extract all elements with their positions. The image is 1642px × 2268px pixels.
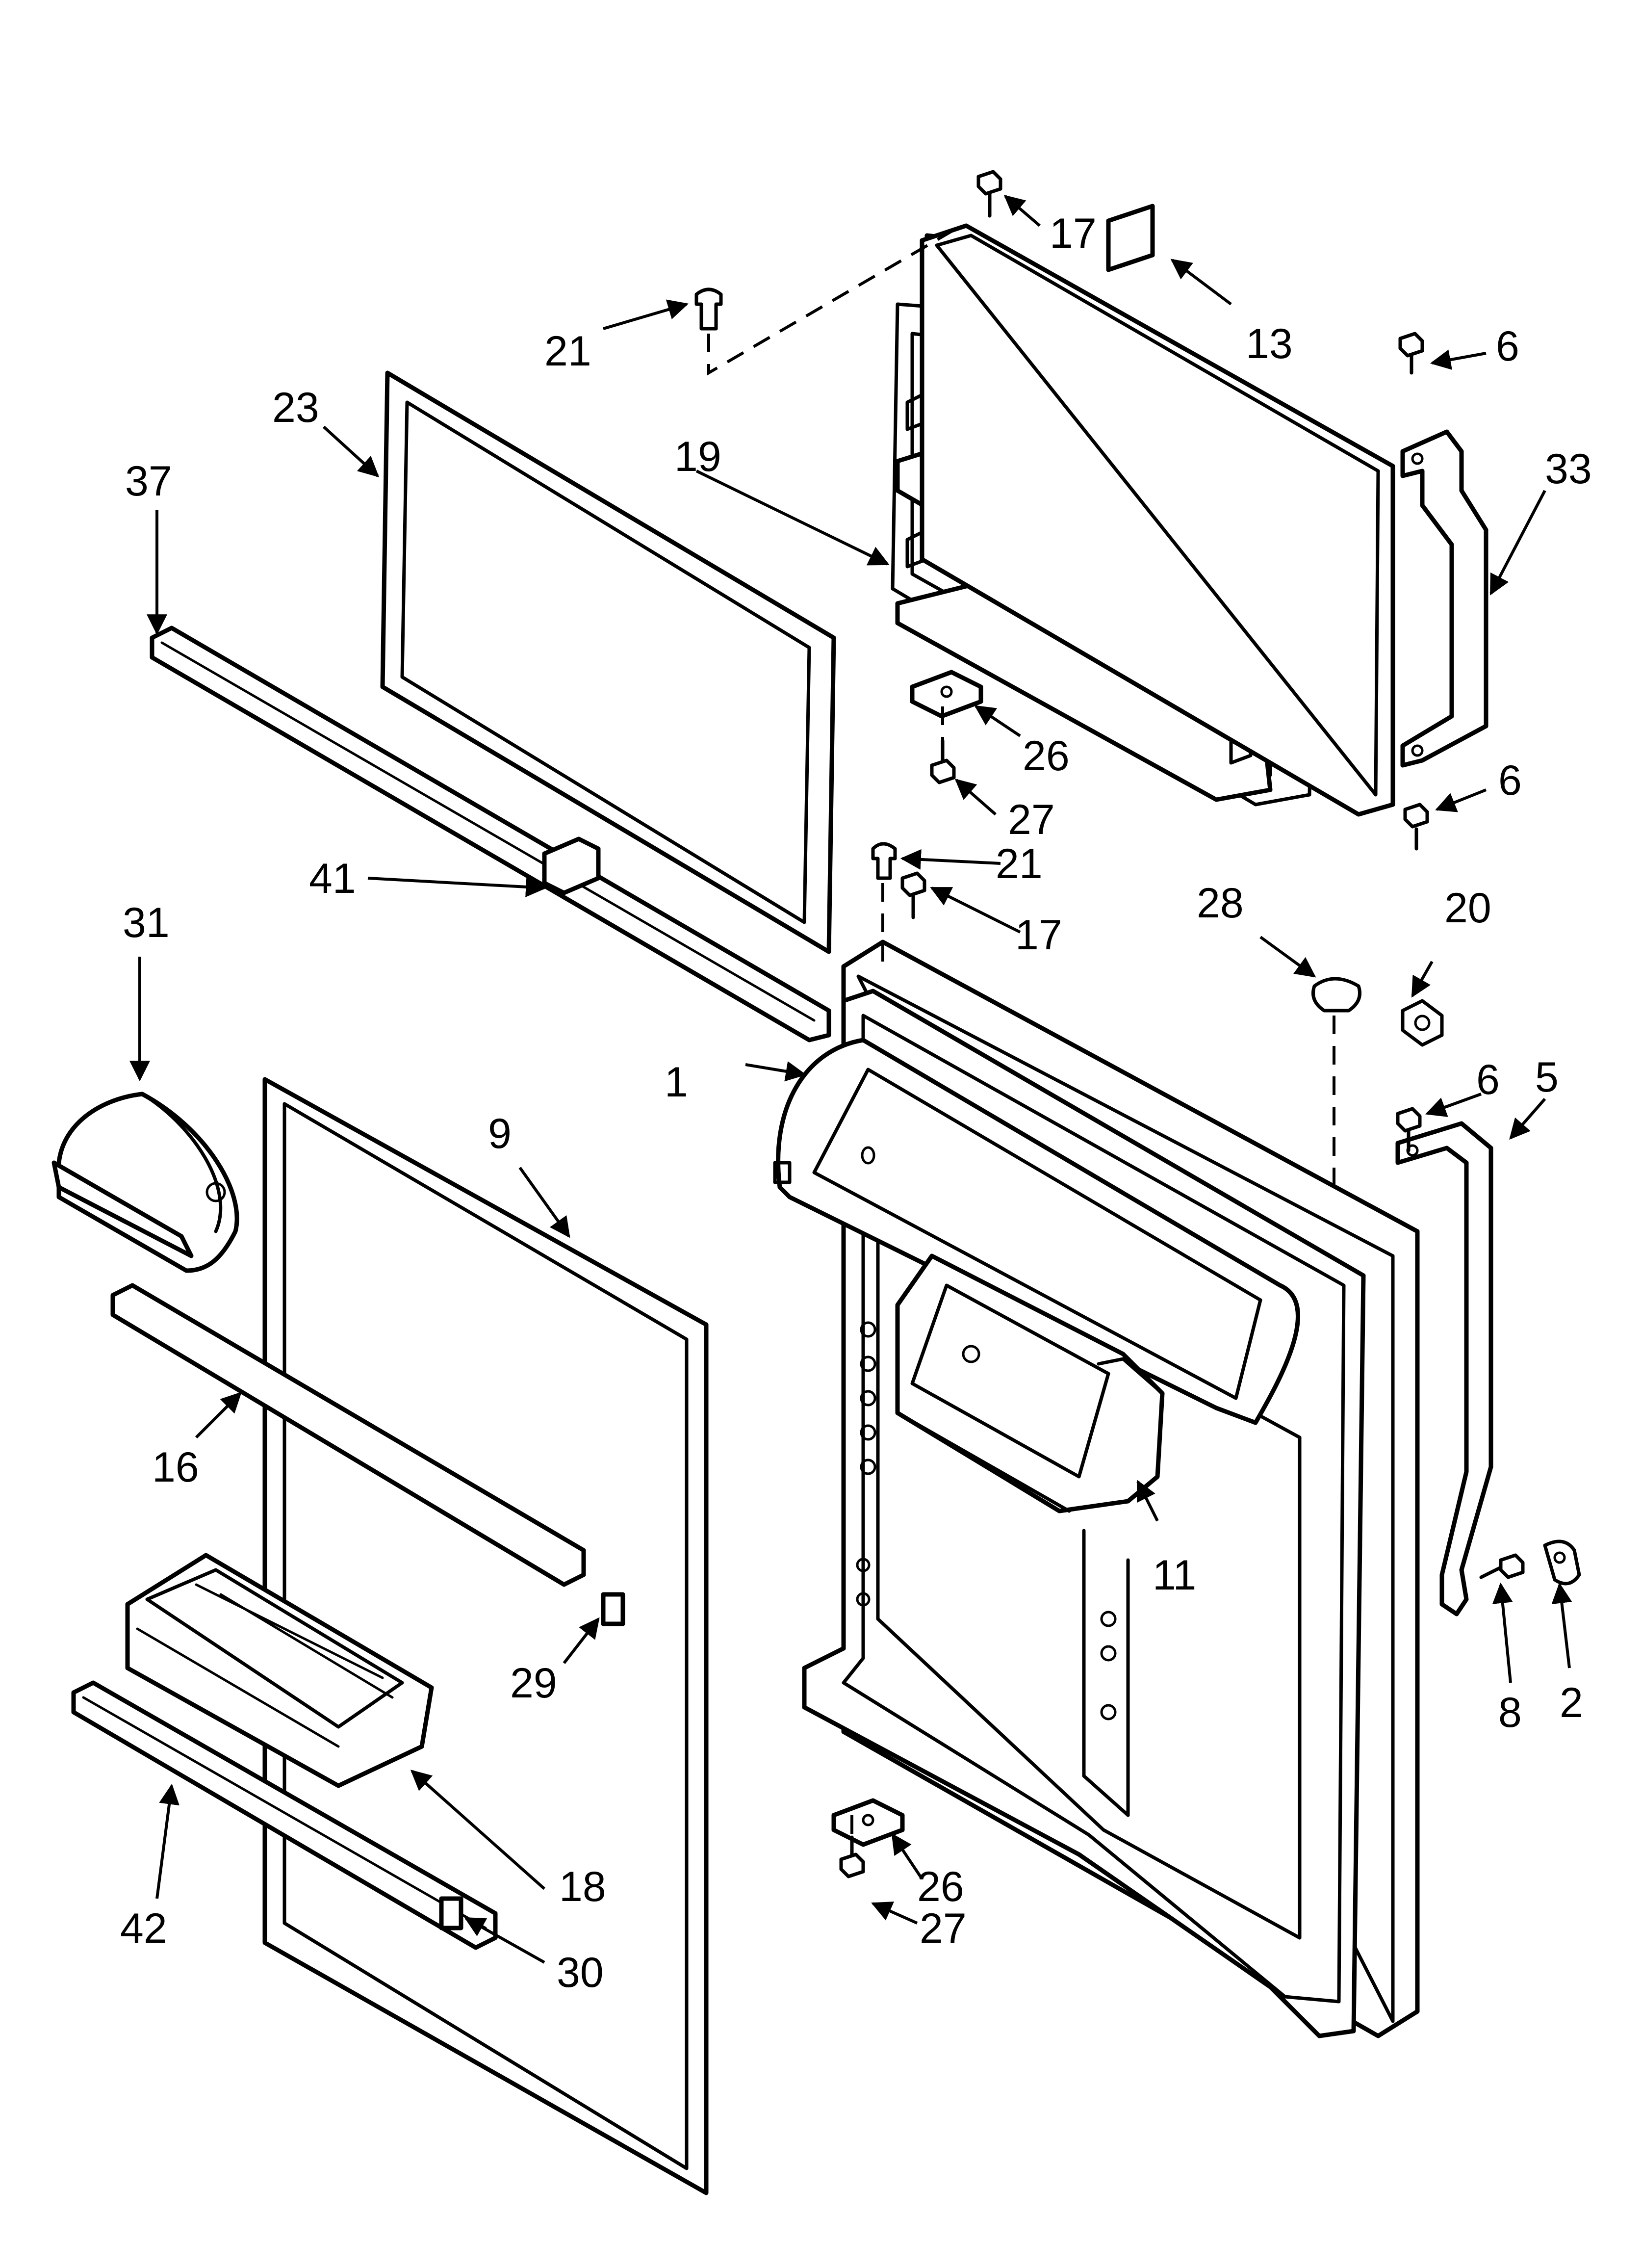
freezer-door-gasket — [380, 370, 836, 954]
screw-6-lower-right — [1396, 1107, 1422, 1152]
freezer-door-shelf-rail — [150, 626, 831, 1043]
freezer-door-handle — [1400, 429, 1488, 768]
callout-5: 5 — [1535, 1054, 1559, 1101]
callout-31: 31 — [123, 899, 170, 946]
screw-8 — [1479, 1553, 1525, 1579]
callout-21-upper: 21 — [544, 328, 591, 375]
screw-27-lower — [839, 1835, 865, 1878]
callout-37: 37 — [125, 458, 172, 505]
callout-42: 42 — [120, 1905, 167, 1952]
callout-16: 16 — [152, 1444, 199, 1491]
callout-26-lower: 26 — [917, 1863, 964, 1910]
shelf-support-dimples — [856, 1321, 1117, 1721]
callout-20: 20 — [1444, 885, 1491, 932]
rail-end-cap-29 — [601, 1592, 625, 1626]
callout-9: 9 — [488, 1110, 512, 1157]
door-stop-21-lower — [871, 842, 897, 880]
screw-17-lower — [900, 871, 926, 919]
hinge-26-upper — [910, 670, 983, 719]
callout-27-upper: 27 — [1008, 796, 1055, 843]
screw-17-upper — [976, 170, 1002, 218]
callout-19: 19 — [674, 433, 721, 480]
freezer-door-outer-panel — [920, 223, 1395, 817]
callout-18: 18 — [559, 1863, 606, 1910]
bottom-shelf-rail — [71, 1680, 498, 1950]
callout-labels: 1 2 5 6 6 6 8 9 11 13 16 17 17 18 19 20 … — [120, 210, 1592, 1996]
callout-8: 8 — [1498, 1689, 1522, 1736]
fresh-food-door-shelf-rail — [110, 1283, 586, 1587]
hinge-26-lower — [831, 1798, 905, 1847]
callout-21-lower: 21 — [996, 840, 1043, 887]
alignment-lines — [707, 224, 1335, 1837]
plug-button-28 — [1311, 977, 1361, 1013]
door-bin — [125, 1553, 434, 1788]
callout-23: 23 — [272, 384, 319, 431]
label-13 — [1106, 204, 1155, 272]
callout-33: 33 — [1545, 445, 1592, 493]
callout-11: 11 — [1153, 1552, 1196, 1599]
butter-compartment-door — [895, 1253, 1165, 1513]
callout-29: 29 — [510, 1660, 557, 1707]
callout-2: 2 — [1560, 1679, 1583, 1726]
dairy-door-31 — [51, 1092, 239, 1273]
callout-27-lower: 27 — [920, 1905, 967, 1952]
callout-28: 28 — [1197, 880, 1244, 927]
callout-30: 30 — [557, 1949, 604, 1996]
screw-27-upper — [930, 739, 956, 784]
callout-26-upper: 26 — [1023, 732, 1070, 780]
leader-lines — [129, 195, 1572, 1964]
callout-13: 13 — [1246, 320, 1293, 367]
screw-6-upper-right — [1398, 332, 1424, 375]
callout-6-middle: 6 — [1498, 757, 1522, 804]
callout-6-lower: 6 — [1476, 1056, 1500, 1103]
callout-17-lower: 17 — [1015, 912, 1062, 959]
callout-1: 1 — [665, 1059, 688, 1106]
rail-end-cap-30 — [439, 1896, 463, 1930]
hinge-cover-2 — [1543, 1539, 1581, 1586]
callout-41: 41 — [309, 855, 356, 902]
callout-6-upper: 6 — [1496, 323, 1519, 370]
screw-6-mid-right — [1403, 803, 1429, 851]
dairy-compartment-shelf — [773, 1038, 1300, 1425]
door-stop-21-upper — [694, 287, 723, 331]
callout-17-upper: 17 — [1050, 210, 1097, 257]
nut-20 — [1401, 999, 1444, 1047]
